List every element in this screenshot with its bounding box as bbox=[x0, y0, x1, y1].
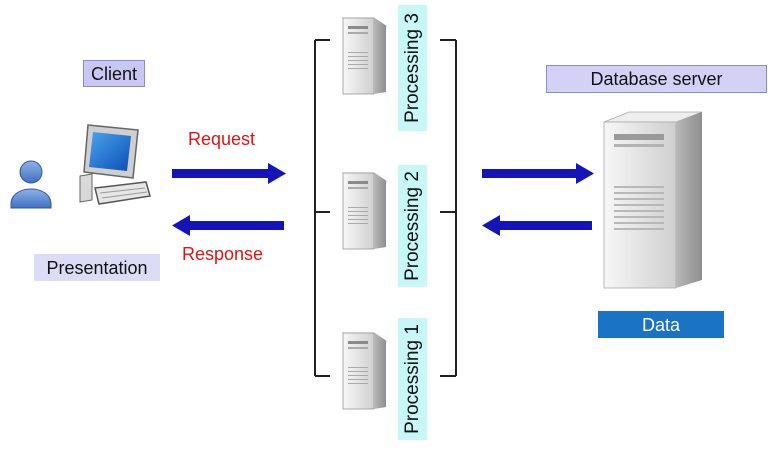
request-arrow bbox=[172, 163, 286, 184]
server-icon-database bbox=[603, 111, 703, 289]
processing-label-3: Processing 3 bbox=[398, 5, 427, 131]
desktop-computer-icon bbox=[79, 124, 151, 205]
response-label: Response bbox=[182, 244, 264, 264]
server-icon-processing-2 bbox=[341, 172, 388, 250]
processing-label-3-text: Processing 3 bbox=[401, 13, 423, 123]
client-label: Client bbox=[83, 60, 145, 87]
processing-label-1-text: Processing 1 bbox=[401, 324, 423, 434]
processing-label-1: Processing 1 bbox=[398, 318, 427, 440]
right-bracket bbox=[440, 39, 457, 377]
db-request-arrow bbox=[482, 163, 594, 184]
data-label: Data bbox=[598, 311, 724, 338]
db-response-arrow bbox=[482, 215, 592, 236]
processing-label-2: Processing 2 bbox=[398, 165, 427, 287]
response-arrow bbox=[172, 215, 284, 236]
server-icon-processing-1 bbox=[341, 332, 388, 410]
server-icon-processing-3 bbox=[341, 17, 388, 95]
processing-label-2-text: Processing 2 bbox=[401, 171, 423, 281]
presentation-label: Presentation bbox=[34, 254, 160, 281]
user-icon bbox=[10, 160, 52, 209]
request-label: Request bbox=[188, 129, 256, 149]
database-server-label: Database server bbox=[546, 65, 767, 93]
left-bracket bbox=[314, 39, 330, 377]
